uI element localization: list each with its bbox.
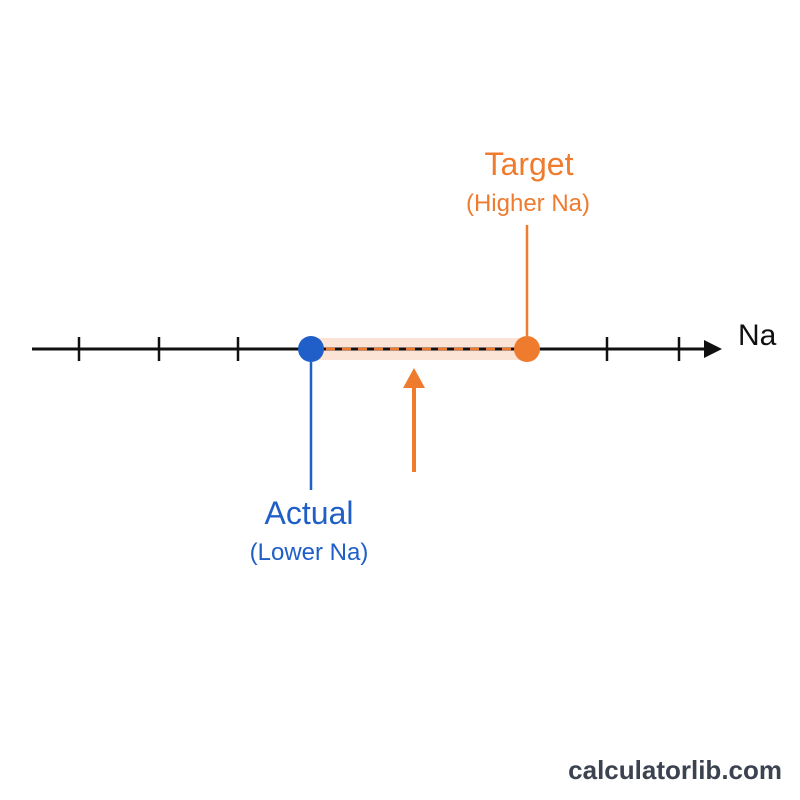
axis-arrowhead-icon [704,340,722,358]
target-point [514,336,540,362]
axis-label: Na [738,319,777,352]
actual-title: Actual [265,495,354,531]
up-arrow-icon [403,368,425,388]
site-watermark: calculatorlib.com [568,755,782,785]
target-title: Target [485,146,574,182]
actual-point [298,336,324,362]
actual-subtitle: (Lower Na) [250,539,369,566]
target-subtitle: (Higher Na) [466,190,590,217]
